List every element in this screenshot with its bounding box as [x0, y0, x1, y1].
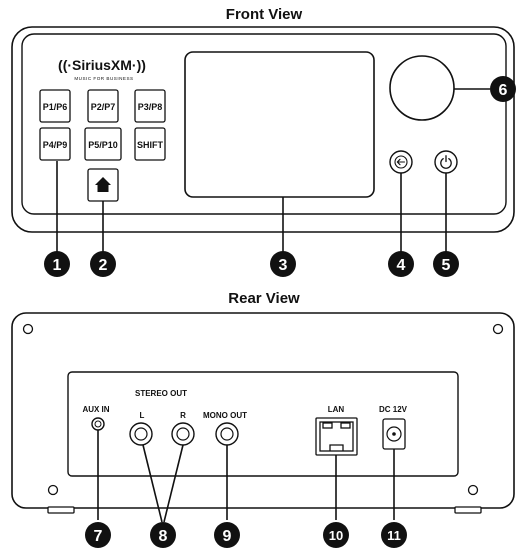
preset-button-p4-p9-label: P4/P9 [43, 140, 68, 150]
preset-button-p1-p6-label: P1/P6 [43, 102, 68, 112]
home-icon [95, 177, 111, 192]
mono-out-label: MONO OUT [203, 411, 247, 420]
callout-9-number: 9 [223, 528, 232, 545]
rear-feet [47, 506, 482, 514]
callout-11: 11 [381, 522, 407, 548]
rear-callout-leaders [97, 430, 395, 523]
callout-2: 2 [90, 251, 116, 277]
stereo-left-label: L [140, 411, 145, 420]
preset-button-p3-p8[interactable]: P3/P8 [134, 89, 166, 123]
back-button[interactable] [389, 150, 413, 174]
rear-view-title: Rear View [228, 290, 300, 307]
rear-panel-inset [67, 371, 459, 477]
mono-out-jack [215, 422, 239, 446]
callout-3-number: 3 [279, 257, 288, 274]
preset-button-p2-p7[interactable]: P2/P7 [87, 89, 119, 123]
power-button[interactable] [434, 150, 458, 174]
front-callout-leaders [56, 88, 490, 252]
power-icon [440, 155, 452, 169]
callout-1-number: 1 [53, 257, 62, 274]
shift-button[interactable]: SHIFT [134, 127, 166, 161]
preset-button-p3-p8-label: P3/P8 [138, 102, 163, 112]
callout-4: 4 [388, 251, 414, 277]
front-faceplate [21, 33, 507, 215]
rear-screw-holes [22, 323, 504, 496]
siriusxm-logo: ((·SiriusXM·)) [58, 57, 146, 73]
preset-button-p5-p10[interactable]: P5/P10 [84, 127, 122, 161]
stereo-out-left-jack [129, 422, 153, 446]
front-view-title: Front View [226, 6, 303, 23]
callout-5: 5 [433, 251, 459, 277]
shift-button-label: SHIFT [137, 140, 164, 150]
callout-1: 1 [44, 251, 70, 277]
callout-2-number: 2 [99, 257, 108, 274]
callout-8-number: 8 [159, 528, 168, 545]
preset-button-p2-p7-label: P2/P7 [91, 102, 116, 112]
callout-5-number: 5 [442, 257, 451, 274]
aux-in-label: AUX IN [82, 405, 109, 414]
callout-6-number: 6 [499, 82, 508, 99]
callout-4-number: 4 [397, 257, 406, 274]
stereo-out-label: STEREO OUT [135, 389, 187, 398]
preset-button-p4-p9[interactable]: P4/P9 [39, 127, 71, 161]
lan-port [315, 417, 358, 456]
callout-6: 6 [490, 76, 516, 102]
home-button[interactable] [87, 168, 119, 202]
callout-7-number: 7 [94, 528, 103, 545]
callout-10-number: 10 [329, 528, 343, 543]
front-chassis [11, 26, 515, 233]
display-screen [184, 51, 375, 198]
callout-10: 10 [323, 522, 349, 548]
callout-8: 8 [150, 522, 176, 548]
stereo-out-right-jack [171, 422, 195, 446]
callout-11-number: 11 [387, 528, 401, 543]
dc-12v-jack [382, 418, 406, 450]
dc-12v-label: DC 12V [379, 405, 408, 414]
lan-label: LAN [328, 405, 345, 414]
preset-button-p5-p10-label: P5/P10 [88, 140, 118, 150]
preset-button-p1-p6[interactable]: P1/P6 [39, 89, 71, 123]
aux-in-jack [91, 417, 105, 431]
back-arrow-icon [394, 155, 408, 169]
volume-knob[interactable] [389, 55, 455, 121]
rear-chassis [11, 312, 515, 509]
callout-9: 9 [214, 522, 240, 548]
siriusxm-logo-tagline: MUSIC FOR BUSINESS [74, 76, 133, 81]
stereo-right-label: R [180, 411, 186, 420]
callout-3: 3 [270, 251, 296, 277]
callout-7: 7 [85, 522, 111, 548]
